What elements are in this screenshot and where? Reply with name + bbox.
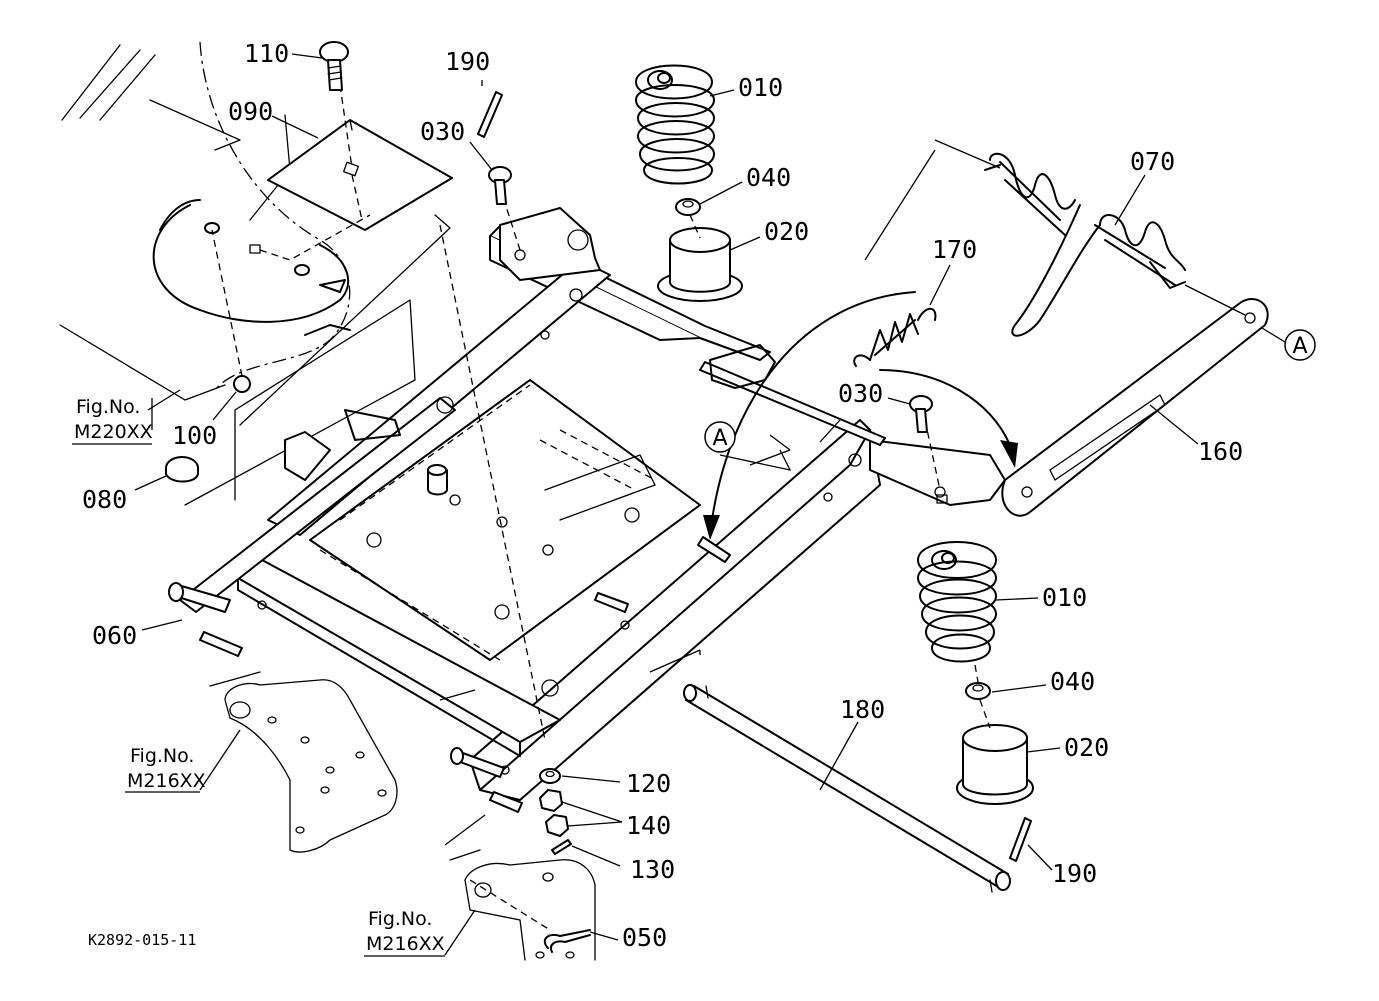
ball-100	[211, 229, 251, 393]
label-190-top: 190	[445, 47, 490, 76]
label-140: 140	[626, 811, 671, 840]
spring-170	[853, 307, 937, 367]
label-170: 170	[932, 235, 977, 264]
fig-ref-m216-bottom: Fig.No. M216XX	[364, 908, 445, 957]
label-030-mid: 030	[838, 379, 883, 408]
fig-ref-m220-line1: Fig.No.	[76, 396, 140, 418]
label-130: 130	[630, 855, 675, 884]
label-010-top: 010	[738, 73, 783, 102]
fig-bracket-lines	[184, 299, 416, 506]
bushing-020-bottom	[956, 724, 1034, 805]
figure-code: K2892-015-11	[88, 931, 196, 949]
bolt-110	[319, 41, 349, 91]
cover-plate-090	[249, 84, 453, 261]
leader-lines	[134, 53, 1199, 956]
spring-010-bottom	[917, 541, 997, 663]
ref-marker-a-center: A	[704, 421, 736, 453]
bushing-020-top	[657, 227, 743, 302]
label-180: 180	[840, 695, 885, 724]
seat-frame	[168, 207, 1006, 813]
clip-050	[543, 929, 591, 953]
spring-010-top	[635, 64, 715, 185]
center-line-a	[439, 224, 546, 741]
label-190-bottom: 190	[1052, 859, 1097, 888]
split-pin-130	[551, 839, 572, 855]
ref-marker-a-right: A	[1284, 329, 1316, 361]
label-030-top: 030	[420, 117, 465, 146]
part-labels: 110 090 190 030 010 040 020 070 170 030 …	[82, 39, 1243, 952]
label-020-bottom: 020	[1064, 733, 1109, 762]
bolt-030-mid	[909, 395, 933, 433]
label-100: 100	[172, 421, 217, 450]
nut-040-bottom	[965, 682, 991, 700]
fig-ref-m220-line2: M220XX	[74, 421, 153, 443]
fig-ref-m220: Fig.No. M220XX	[72, 396, 153, 445]
label-090: 090	[228, 97, 273, 126]
label-040-top: 040	[746, 163, 791, 192]
assembly-arrows	[703, 291, 1018, 540]
nut-140	[539, 789, 569, 837]
mount-plate-bottom	[464, 859, 596, 961]
seat-pan-outline	[59, 41, 351, 401]
shaft-180	[683, 684, 1011, 893]
lever-160	[1001, 298, 1269, 517]
pin-190-bottom	[1009, 817, 1032, 862]
fig-ref-m216-left: Fig.No. M216XX	[125, 745, 206, 793]
label-040-bottom: 040	[1050, 667, 1095, 696]
label-070: 070	[1130, 147, 1175, 176]
mount-plate-left	[224, 679, 398, 853]
ref-marker-a-right-text: A	[1292, 334, 1307, 359]
pin-190-top	[477, 91, 503, 138]
ref-marker-a-center-text: A	[712, 426, 727, 451]
fig-ref-m216-left-line1: Fig.No.	[130, 745, 194, 767]
nut-040-top	[675, 198, 701, 216]
fig-ref-m216-left-line2: M216XX	[127, 770, 206, 792]
label-160: 160	[1198, 437, 1243, 466]
label-110: 110	[244, 39, 289, 68]
cap-080	[165, 456, 199, 483]
label-060: 060	[92, 621, 137, 650]
label-050: 050	[622, 923, 667, 952]
fig-ref-m216-bottom-line2: M216XX	[366, 933, 445, 955]
label-020-top: 020	[764, 217, 809, 246]
spring-070	[984, 152, 1186, 337]
label-010-bottom: 010	[1042, 583, 1087, 612]
washer-120	[539, 768, 561, 784]
label-080: 080	[82, 485, 127, 514]
bolt-030-top	[488, 166, 512, 205]
fig-ref-m216-bottom-line1: Fig.No.	[368, 908, 432, 930]
label-120: 120	[626, 769, 671, 798]
